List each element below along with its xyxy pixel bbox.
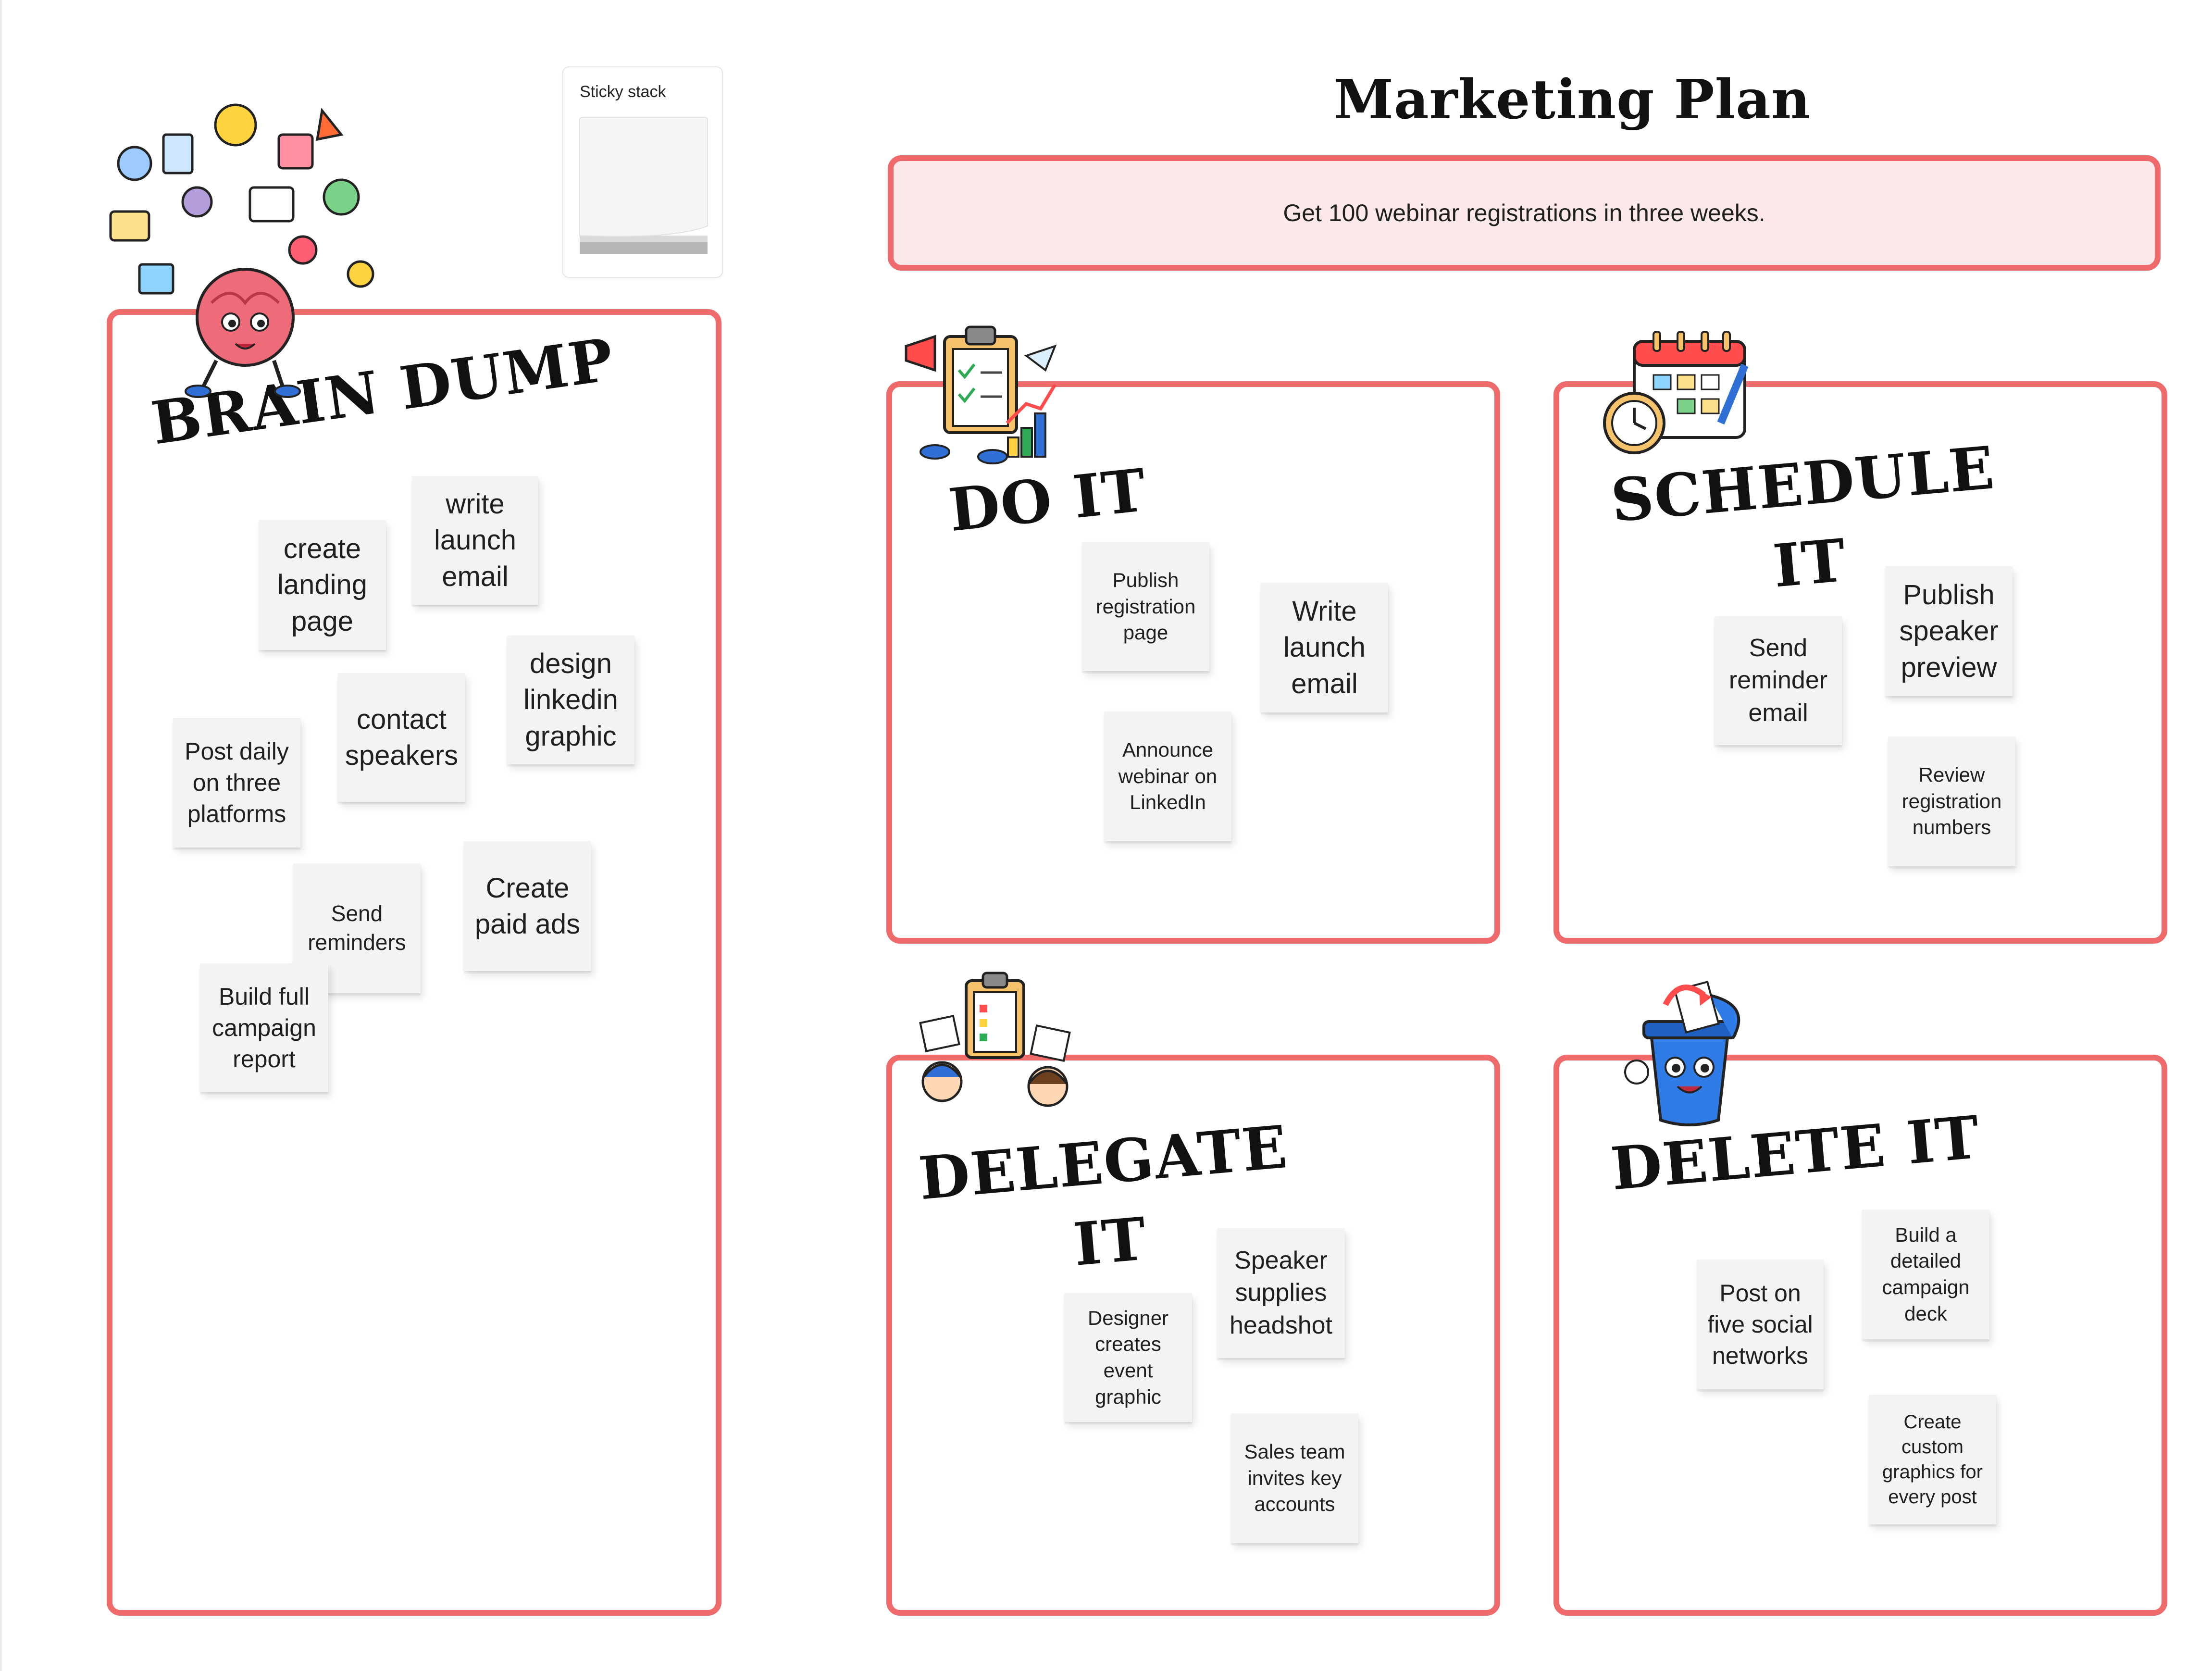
team-clipboard-icon[interactable] xyxy=(913,966,1077,1120)
delegate-it-frame[interactable] xyxy=(886,1055,1500,1616)
sticky-note[interactable]: create landing page xyxy=(259,520,386,650)
sticky-note[interactable]: Publish registration page xyxy=(1082,542,1209,671)
sticky-note[interactable]: Sales team invites key accounts xyxy=(1231,1413,1358,1543)
sticky-note[interactable]: Speaker supplies headshot xyxy=(1217,1228,1345,1358)
sticky-note[interactable]: Create paid ads xyxy=(464,841,591,971)
sticky-note[interactable]: Build full campaign report xyxy=(200,963,328,1092)
sticky-note[interactable]: Post daily on three platforms xyxy=(173,718,300,848)
sticky-note[interactable]: Build a detailed campaign deck xyxy=(1862,1210,1989,1339)
sticky-note[interactable]: Send reminder email xyxy=(1715,616,1842,745)
sticky-note[interactable]: contact speakers xyxy=(338,673,465,802)
sticky-note[interactable]: Designer creates event graphic xyxy=(1064,1293,1192,1422)
calendar-clock-icon[interactable] xyxy=(1601,327,1759,461)
goal-text[interactable]: Get 100 webinar registrations in three w… xyxy=(1283,200,1765,226)
clipboard-checklist-icon[interactable] xyxy=(901,317,1060,471)
sticky-note[interactable]: Post on five social networks xyxy=(1697,1259,1824,1389)
sticky-note[interactable]: Announce webinar on LinkedIn xyxy=(1104,711,1231,841)
board-title[interactable]: Marketing Plan xyxy=(1334,68,1811,131)
sticky-stack-label: Sticky stack xyxy=(580,83,666,101)
sticky-note[interactable]: Publish speaker preview xyxy=(1885,566,2013,696)
sticky-note[interactable]: Write launch email xyxy=(1261,583,1388,712)
exploding-brain-icon[interactable] xyxy=(91,91,399,399)
sticky-note[interactable]: design linkedin graphic xyxy=(507,636,634,764)
goal-frame[interactable]: Get 100 webinar registrations in three w… xyxy=(888,155,2161,271)
sticky-note[interactable]: Review registration numbers xyxy=(1888,736,2015,866)
canvas-edge xyxy=(0,0,2,1671)
sticky-note[interactable]: Create custom graphics for every post xyxy=(1869,1395,1996,1524)
sticky-pad-icon[interactable] xyxy=(578,115,709,260)
delete-it-frame[interactable] xyxy=(1553,1055,2167,1616)
trash-bin-icon[interactable] xyxy=(1617,976,1762,1135)
sticky-stack[interactable]: Sticky stack xyxy=(562,66,723,278)
schedule-it-frame[interactable] xyxy=(1553,381,2167,944)
sticky-note[interactable]: write launch email xyxy=(412,476,538,605)
